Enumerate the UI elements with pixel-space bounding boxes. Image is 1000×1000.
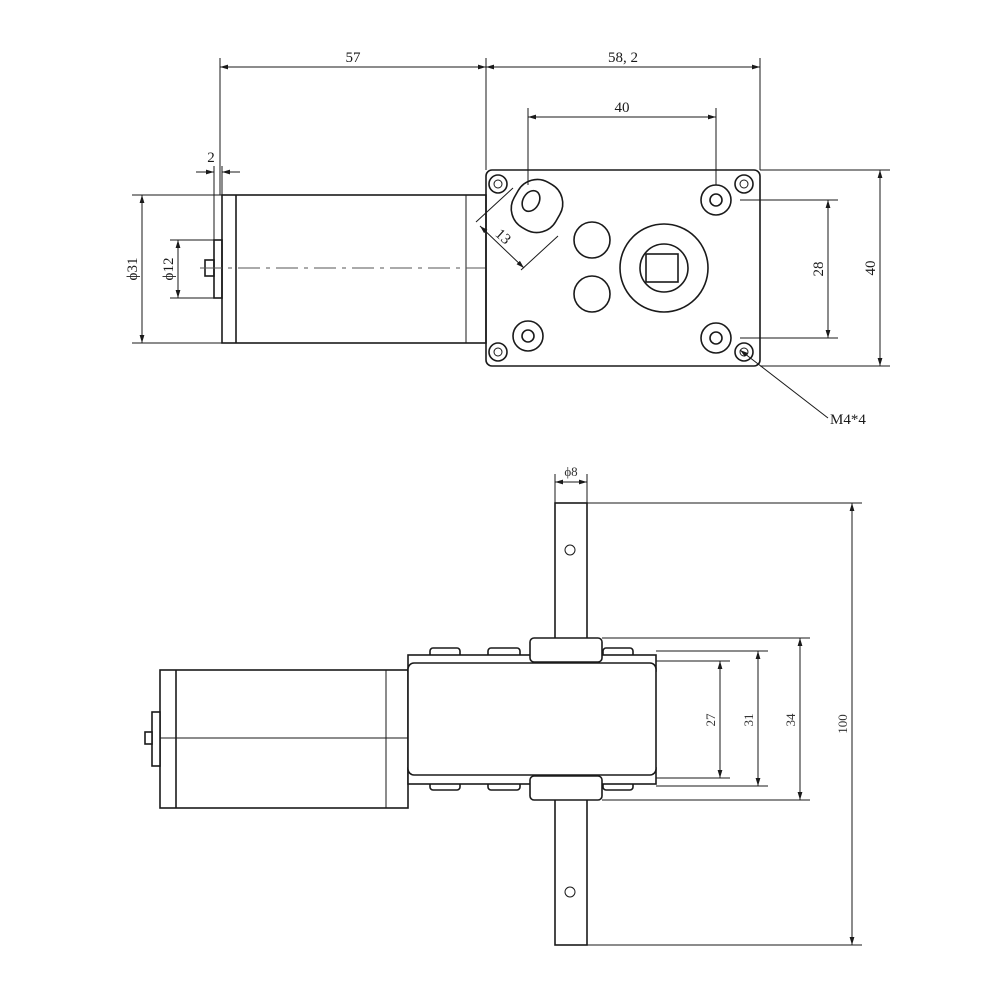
top-view: 57 58, 2 40 2 ϕ31 (125, 50, 890, 428)
side-view: ϕ8 27 31 34 100 (144, 464, 862, 946)
dim-motor-length: 57 (219, 50, 487, 195)
dim-text-phi8: ϕ8 (564, 464, 577, 479)
callout-text-m4: M4*4 (830, 412, 866, 428)
dim-text-34: 34 (783, 713, 798, 727)
dim-text-28: 28 (811, 262, 827, 277)
dim-slot: 13 (475, 187, 559, 271)
dim-text-100: 100 (835, 714, 850, 734)
dim-flange-thickness: 2 (196, 150, 240, 240)
dim-motor-diameter: ϕ31 (125, 194, 222, 344)
dim-text-phi12: ϕ12 (161, 258, 177, 281)
dim-width-31: 31 (656, 650, 768, 787)
dim-text-57: 57 (346, 50, 362, 66)
dim-text-31: 31 (741, 714, 756, 727)
dim-text-phi31: ϕ31 (125, 258, 141, 281)
dim-text-13: 13 (492, 226, 514, 248)
side-gearbox (407, 637, 657, 801)
dim-hole-spacing-v: 28 (740, 199, 838, 339)
dim-hole-spacing-h: 40 (527, 100, 717, 185)
dim-text-58-2: 58, 2 (608, 50, 638, 66)
dim-width-27: 27 (656, 660, 730, 779)
dim-shaft-diameter: ϕ8 (554, 464, 588, 503)
dim-gearbox-length: 58, 2 (486, 50, 761, 170)
dim-shaft-length: 100 (587, 502, 862, 946)
dim-width-34: 34 (602, 637, 810, 801)
dim-gearbox-height: 40 (760, 169, 890, 367)
dim-text-2: 2 (207, 150, 215, 166)
callout-screw: M4*4 (739, 349, 866, 428)
motor-body (200, 194, 487, 344)
dim-boss-diameter: ϕ12 (161, 239, 214, 299)
dim-text-40-h: 40 (615, 100, 630, 116)
dim-text-40-v: 40 (863, 261, 879, 276)
gearbox-plate (485, 169, 761, 367)
dim-text-27: 27 (703, 713, 718, 727)
side-motor-body (144, 669, 409, 809)
